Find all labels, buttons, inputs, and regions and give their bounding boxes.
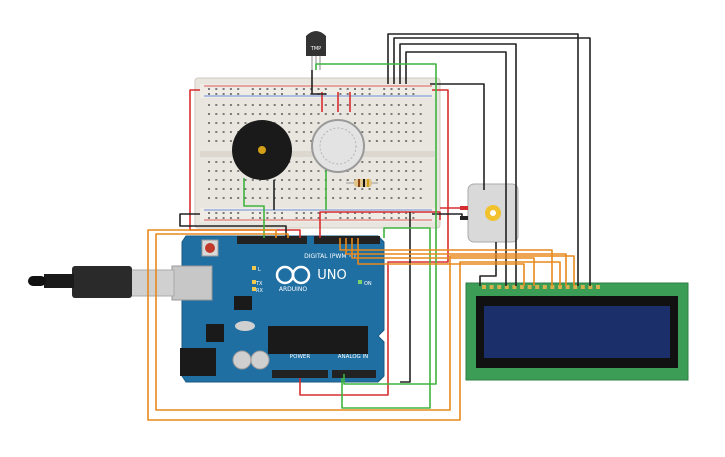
arduino-model-label: UNO [317,268,346,283]
wire-black [432,213,463,218]
digital-label: DIGITAL (PWM ~) [304,253,356,260]
wire-black [393,37,591,286]
wire-orange [351,238,535,286]
dc-motor[interactable] [460,183,519,243]
wire-black [400,212,411,383]
tx-led [252,280,256,284]
regulator [206,324,224,342]
wire-black [405,51,507,286]
wire-orange [345,238,567,286]
usb-port [171,265,213,301]
wire-black [430,83,485,190]
arduino-uno-board[interactable]: ARDUINO UNO DIGITAL (PWM ~) POWER ANALOG… [171,235,385,383]
arduino-brand-label: ARDUINO [279,286,308,293]
wire-orange [357,238,525,286]
arduino-logo [275,265,311,285]
power-header[interactable] [272,370,328,378]
l-led [252,266,256,270]
l-label: L [258,267,261,273]
wire-black [387,33,579,286]
wire-green [341,227,431,409]
wire-orange [339,238,553,286]
lcd-pins[interactable] [482,285,600,289]
power-label: POWER [290,354,311,360]
wire-red [299,89,449,396]
digital-header-left[interactable] [237,236,307,244]
wires [147,33,591,421]
wire-orange [147,229,561,421]
crystal [235,321,255,331]
wire-orange [155,233,575,411]
analog-header[interactable] [332,370,376,378]
usb-chip [234,296,252,310]
gas-sensor[interactable] [311,119,365,173]
on-label: ON [364,281,372,287]
wire-black [311,70,326,95]
wire-red [319,211,441,238]
capacitor [232,350,252,370]
rx-led [252,287,256,291]
temp-sensor-label: TMP [310,46,321,52]
lcd-16x2[interactable] [465,282,689,381]
tx-label: TX [255,281,263,287]
atmega-chip [268,326,368,354]
wire-black [179,213,287,238]
wire-green [315,63,437,385]
reset-button-cap[interactable] [205,243,215,253]
power-jack [180,348,216,376]
temperature-sensor[interactable]: TMP [306,31,326,70]
usb-cable [28,266,175,298]
on-led [358,280,362,284]
wire-green [243,178,265,238]
rx-label: RX [256,288,263,294]
wire-black [479,242,497,286]
resistor[interactable] [346,179,378,187]
analog-label: ANALOG IN [338,354,369,360]
digital-header-right[interactable] [314,236,380,244]
piezo-buzzer[interactable] [232,120,292,180]
capacitor [250,350,270,370]
